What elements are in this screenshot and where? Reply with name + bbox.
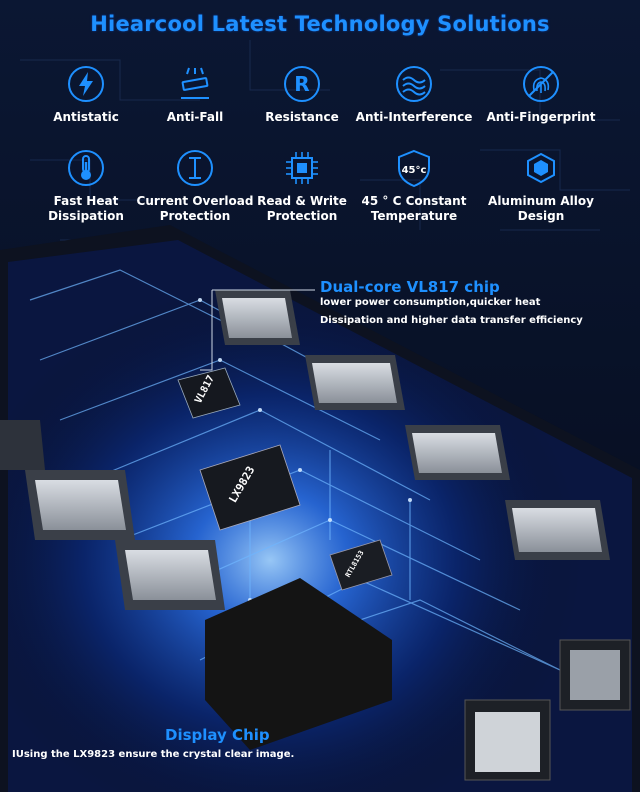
temperature-badge: 45°c bbox=[402, 165, 427, 176]
feature-current-overload: Current Overload Protection bbox=[131, 148, 259, 224]
feature-label: Anti-Interference bbox=[355, 110, 473, 124]
feature-read-write-protection: Read & Write Protection bbox=[238, 148, 366, 224]
shield-45c-icon: 45°c bbox=[398, 149, 430, 188]
drop-device-icon bbox=[181, 67, 209, 99]
callout-text-vl817-line1: lower power consumption,quicker heat bbox=[320, 297, 541, 308]
cube-icon bbox=[527, 152, 555, 184]
feature-label: Resistance bbox=[265, 110, 339, 124]
feature-label: Read & Write Protection bbox=[257, 194, 347, 223]
feature-anti-fingerprint: Anti-Fingerprint bbox=[477, 64, 605, 125]
feature-label: Anti-Fall bbox=[166, 110, 224, 124]
callout-text-display-chip: IUsing the LX9823 ensure the crystal cle… bbox=[12, 749, 295, 760]
feature-label: 45 ° C Constant Temperature bbox=[361, 194, 467, 223]
feature-fast-heat-dissipation: Fast Heat Dissipation bbox=[22, 148, 150, 224]
feature-label: Fast Heat Dissipation bbox=[48, 194, 124, 223]
feature-antistatic: Antistatic bbox=[22, 64, 150, 125]
callout-title-display-chip: Display Chip bbox=[165, 726, 270, 744]
callout-text-vl817-line2: Dissipation and higher data transfer eff… bbox=[320, 315, 583, 326]
chip-icon bbox=[286, 152, 318, 184]
svg-text:R: R bbox=[294, 72, 309, 96]
current-icon bbox=[177, 150, 213, 186]
feature-anti-interference: Anti-Interference bbox=[350, 64, 478, 125]
lightning-icon bbox=[68, 66, 104, 102]
usb-ports bbox=[215, 290, 610, 560]
feature-resistance: R Resistance bbox=[238, 64, 366, 125]
page-title: Hiearcool Latest Technology Solutions bbox=[90, 12, 550, 36]
feature-aluminum-alloy: Aluminum Alloy Design bbox=[477, 148, 605, 224]
feature-label: Anti-Fingerprint bbox=[486, 110, 596, 124]
r-circle-icon: R bbox=[284, 66, 320, 102]
feature-label: Current Overload Protection bbox=[136, 194, 254, 223]
feature-anti-fall: Anti-Fall bbox=[131, 64, 259, 125]
wave-icon bbox=[396, 66, 432, 102]
feature-constant-temperature: 45°c 45 ° C Constant Temperature bbox=[350, 148, 478, 224]
feature-label: Antistatic bbox=[53, 110, 119, 124]
feature-label: Aluminum Alloy Design bbox=[488, 194, 594, 223]
callout-title-vl817: Dual-core VL817 chip bbox=[320, 278, 500, 296]
fingerprint-icon bbox=[523, 66, 559, 102]
thermometer-icon bbox=[68, 150, 104, 186]
